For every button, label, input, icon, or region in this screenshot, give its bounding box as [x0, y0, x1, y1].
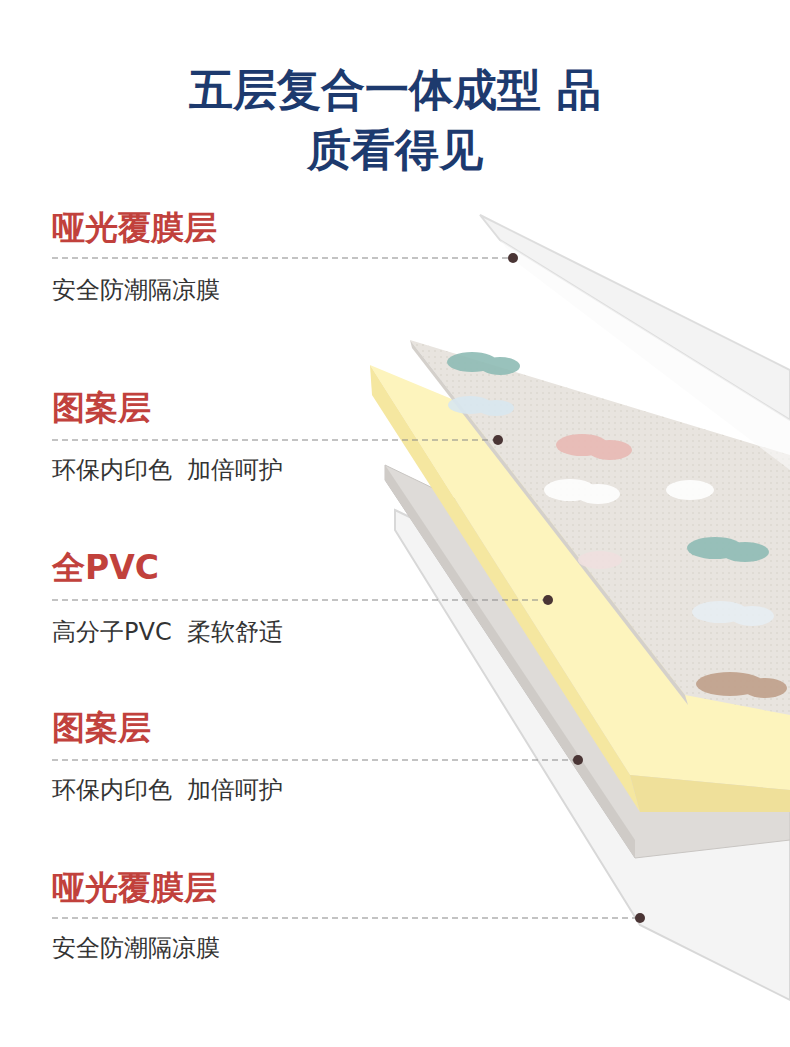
layer-name: 图案层 — [52, 388, 151, 428]
layer-description: 安全防潮隔凉膜 — [52, 275, 220, 305]
layer-name: 全PVC — [52, 548, 159, 588]
layer-description: 安全防潮隔凉膜 — [52, 933, 220, 963]
page-title: 五层复合一体成型 品质看得见 — [185, 60, 605, 180]
layer-description: 环保内印色 加倍呵护 — [52, 775, 283, 805]
layer-description: 环保内印色 加倍呵护 — [52, 455, 283, 485]
layer-name: 图案层 — [52, 708, 151, 748]
layer-name: 哑光覆膜层 — [52, 868, 217, 908]
layer-description: 高分子PVC 柔软舒适 — [52, 617, 283, 647]
layer-name: 哑光覆膜层 — [52, 208, 217, 248]
